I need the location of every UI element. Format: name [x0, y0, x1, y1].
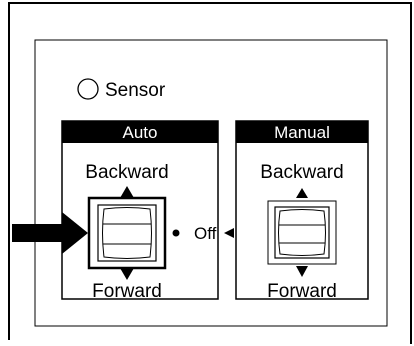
auto-triangle-up-icon — [120, 186, 134, 198]
manual-header — [236, 121, 368, 143]
auto-rocker-switch-icon — [87, 196, 167, 270]
manual-header-label: Manual — [274, 123, 330, 142]
manual-triangle-up-icon — [296, 188, 308, 198]
auto-header — [62, 121, 218, 143]
control-panel — [34, 39, 388, 327]
auto-forward-label: Forward — [92, 281, 162, 302]
outer-frame — [8, 2, 412, 344]
indicator-dot-icon — [172, 229, 180, 237]
manual-forward-label: Forward — [267, 281, 337, 302]
auto-panel: Auto Backward Forward — [61, 120, 219, 302]
sensor-label: Sensor — [105, 80, 166, 101]
manual-backward-label: Backward — [260, 162, 343, 183]
sensor-indicator-icon — [77, 78, 99, 100]
manual-triangle-down-icon — [296, 266, 308, 277]
auto-header-label: Auto — [123, 123, 158, 142]
auto-panel-box — [61, 120, 219, 300]
pointer-arrow-icon — [12, 212, 88, 254]
auto-triangle-down-icon — [120, 268, 134, 280]
auto-backward-label: Backward — [85, 162, 168, 183]
manual-rocker-switch-icon — [267, 200, 337, 265]
manual-panel: Manual Backward Forward — [235, 120, 369, 302]
off-label: Off — [194, 224, 217, 243]
off-arrow-icon — [224, 228, 234, 238]
